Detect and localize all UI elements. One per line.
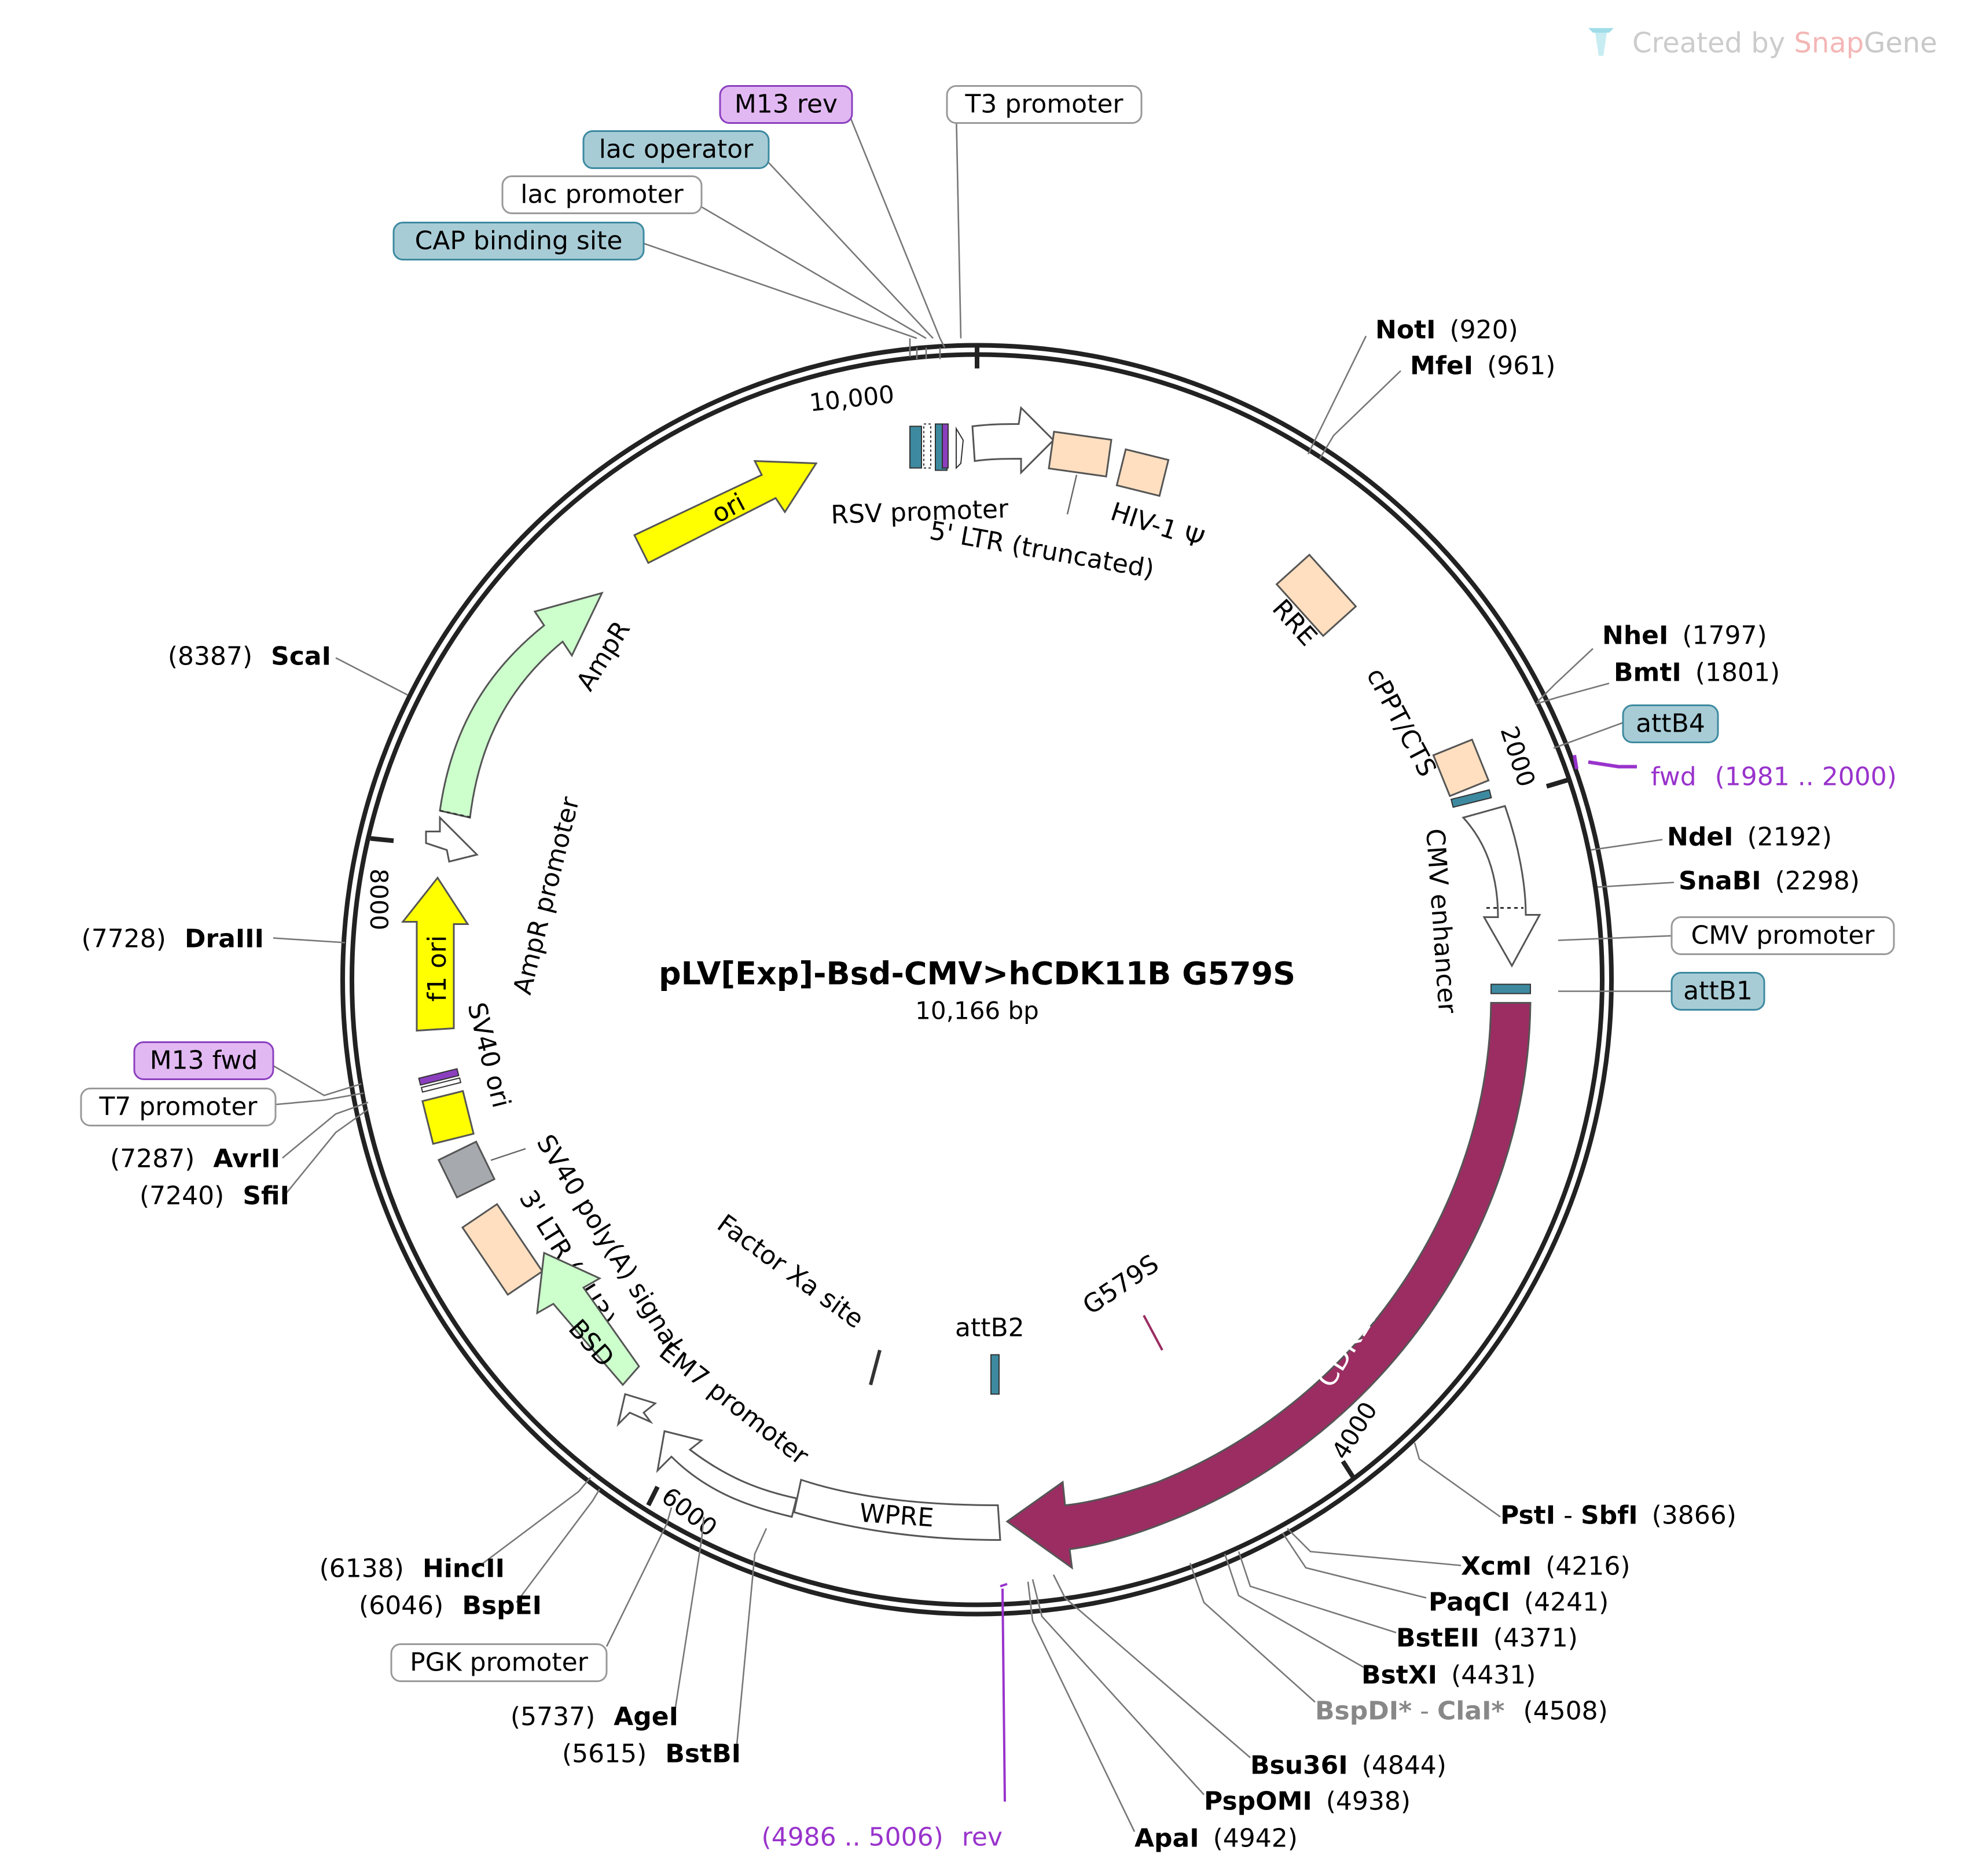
site-sfii[interactable]: (7240)SfiI [139, 1181, 289, 1211]
site-mfei[interactable]: MfeI(961) [1410, 351, 1555, 381]
tick-label-8000: 8000 [365, 869, 393, 931]
svg-text:T7 promoter: T7 promoter [98, 1092, 258, 1122]
feature-g579s[interactable]: G579S [1078, 1249, 1165, 1351]
site-nhei[interactable]: NheI(1797) [1602, 621, 1767, 651]
primer-rev-mark[interactable] [1000, 1583, 1008, 1802]
label-cmv-promoter[interactable]: CMV promoter [1670, 916, 1895, 955]
site-pspomi[interactable]: PspOMI(4938) [1204, 1787, 1411, 1816]
svg-text:attB4: attB4 [1636, 709, 1705, 739]
svg-text:CMV promoter: CMV promoter [1691, 921, 1875, 950]
site-apai[interactable]: ApaI(4942) [1134, 1824, 1298, 1853]
label-t3-promoter[interactable]: T3 promoter [946, 85, 1143, 124]
site-snabi[interactable]: SnaBI(2298) [1679, 867, 1860, 896]
feature-cppt-label: cPPT/CTS [1360, 663, 1442, 782]
label-lac-promoter[interactable]: lac promoter [501, 175, 703, 214]
site-bmti[interactable]: BmtI(1801) [1614, 658, 1780, 688]
site-bsteii[interactable]: BstEII(4371) [1396, 1624, 1578, 1653]
label-m13-rev[interactable]: M13 rev [719, 85, 853, 124]
svg-text:CAP binding site: CAP binding site [415, 226, 623, 256]
snapgene-watermark: Created by SnapGene [1588, 27, 1937, 60]
watermark-brand-b: Gene [1864, 27, 1937, 60]
feature-f1-ori-label: f1 ori [423, 935, 452, 1002]
feature-ampr[interactable]: AmpR [439, 592, 636, 819]
site-ndei[interactable]: NdeI(2192) [1667, 823, 1832, 852]
primer-fwd-label[interactable]: fwd(1981 .. 2000) [1651, 762, 1897, 792]
site-bstxi[interactable]: BstXI(4431) [1361, 1661, 1536, 1690]
label-pgk-promoter[interactable]: PGK promoter [390, 1643, 608, 1682]
small-features-top [909, 423, 964, 471]
feature-cmv-enhancer[interactable]: CMV enhancer [1420, 805, 1541, 1015]
tick-label-2000: 2000 [1495, 722, 1541, 790]
site-bstbi[interactable]: (5615)BstBI [562, 1739, 741, 1769]
tick-6000 [646, 1485, 660, 1507]
label-lac-operator[interactable]: lac operator [582, 130, 770, 169]
feature-cppt[interactable]: cPPT/CTS [1360, 663, 1492, 808]
feature-factor-xa-label: Factor Xa site [712, 1209, 869, 1334]
feature-cmv-enhancer-label: CMV enhancer [1420, 828, 1462, 1015]
svg-text:attB1: attB1 [1683, 976, 1753, 1006]
feature-hiv-psi[interactable]: HIV-1 Ψ [1107, 448, 1208, 555]
ring-ticks [370, 345, 1571, 1507]
feature-ampr-promoter-label: AmpR promoter [508, 794, 585, 997]
feature-attb1-marker [1490, 983, 1531, 994]
feature-rsv-promoter-label: RSV promoter [831, 494, 1009, 530]
label-m13-fwd[interactable]: M13 fwd [133, 1041, 274, 1080]
site-bspdi-clai[interactable]: BspDI* - ClaI*(4508) [1315, 1697, 1608, 1726]
site-avrii[interactable]: (7287)AvrII [110, 1144, 280, 1174]
site-scai[interactable]: (8387)ScaI [168, 642, 331, 671]
feature-attb2-label: attB2 [955, 1313, 1025, 1343]
feature-wpre-label: WPRE [858, 1499, 935, 1533]
site-agei[interactable]: (5737)AgeI [511, 1702, 678, 1732]
feature-sv40-ori-label: SV40 ori [461, 1000, 516, 1111]
svg-text:M13 rev: M13 rev [735, 90, 838, 119]
tick-4000 [1341, 1460, 1356, 1479]
feature-f1-ori[interactable]: f1 ori [401, 876, 469, 1032]
svg-text:lac operator: lac operator [599, 135, 754, 164]
primer-fwd-mark[interactable] [1573, 755, 1637, 769]
label-attb4[interactable]: attB4 [1622, 704, 1719, 743]
feature-rsv-promoter[interactable]: RSV promoter [831, 406, 1055, 530]
plasmid-title: pLV[Exp]-Bsd-CMV>hCDK11B G579S [659, 956, 1295, 992]
tick-label-10000: 10,000 [808, 380, 895, 417]
small-features-left [418, 1068, 462, 1093]
site-hincii[interactable]: (6138)HincII [320, 1554, 505, 1584]
site-bspei[interactable]: (6046)BspEI [359, 1591, 542, 1621]
svg-text:Created by SnapGene: Created by SnapGene [1632, 27, 1937, 60]
feature-attb2[interactable]: attB2 [955, 1313, 1025, 1395]
svg-text:PGK promoter: PGK promoter [410, 1648, 589, 1677]
feature-hiv-psi-label: HIV-1 Ψ [1107, 497, 1208, 555]
site-paqci[interactable]: PaqCI(4241) [1429, 1588, 1609, 1617]
label-cap-binding-site[interactable]: CAP binding site [392, 222, 645, 260]
site-bsu36i[interactable]: Bsu36I(4844) [1250, 1751, 1446, 1780]
watermark-brand-a: Snap [1794, 27, 1864, 60]
snapgene-logo-icon [1588, 28, 1614, 56]
tick-2000 [1545, 777, 1571, 789]
site-xcmi[interactable]: XcmI(4216) [1461, 1552, 1631, 1581]
feature-rre[interactable]: RRE [1266, 553, 1357, 652]
feature-em7-promoter[interactable]: EM7 promoter [616, 1337, 814, 1471]
label-t7-promoter[interactable]: T7 promoter [80, 1088, 277, 1126]
label-attb1[interactable]: attB1 [1670, 972, 1765, 1011]
site-draiii[interactable]: (7728)DraIII [82, 924, 264, 954]
feature-wpre[interactable]: WPRE [793, 1478, 1001, 1541]
site-psti-sbfi[interactable]: PstI - SbfI(3866) [1500, 1501, 1736, 1530]
svg-text:M13 fwd: M13 fwd [150, 1046, 258, 1075]
tick-8000 [370, 836, 394, 843]
leader-lines [268, 104, 1675, 1833]
plasmid-size: 10,166 bp [915, 997, 1039, 1025]
primer-rev-label[interactable]: (4986 .. 5006)rev [762, 1823, 1003, 1852]
svg-text:T3 promoter: T3 promoter [964, 90, 1123, 119]
feature-g579s-label: G579S [1078, 1249, 1165, 1321]
feature-factor-xa[interactable]: Factor Xa site [712, 1209, 882, 1386]
watermark-prefix: Created by [1632, 27, 1794, 60]
svg-text:lac promoter: lac promoter [520, 180, 684, 210]
site-noti[interactable]: NotI(920) [1375, 315, 1518, 345]
feature-ori[interactable]: ori [633, 460, 818, 564]
